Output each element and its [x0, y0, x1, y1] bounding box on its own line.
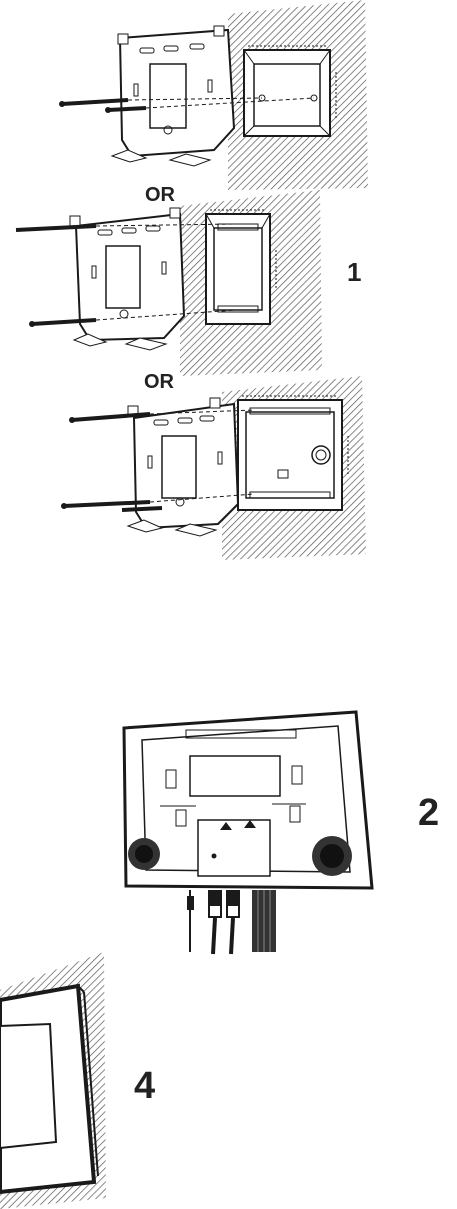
- screw: [107, 106, 147, 112]
- screw: [71, 412, 151, 422]
- separator-or-2: OR: [144, 371, 175, 393]
- option-b-illustration: [15, 190, 322, 376]
- step-label-2: 2: [418, 792, 439, 834]
- device-screen: [0, 1022, 58, 1150]
- step-label-1: 1: [347, 257, 361, 287]
- mounting-plate: [118, 28, 236, 158]
- option-a-illustration: [59, 0, 368, 190]
- screw: [61, 98, 129, 106]
- separator-or-1: OR: [145, 184, 176, 206]
- mounting-plate: [132, 402, 240, 530]
- option-c-illustration: [61, 376, 366, 560]
- screw: [63, 500, 151, 508]
- screw: [15, 224, 97, 232]
- device-body: [122, 710, 374, 890]
- device-rear-illustration: [122, 710, 374, 955]
- screw: [31, 318, 97, 326]
- mounted-device-illustration: [0, 952, 106, 1209]
- step-label-4: 4: [134, 1065, 155, 1107]
